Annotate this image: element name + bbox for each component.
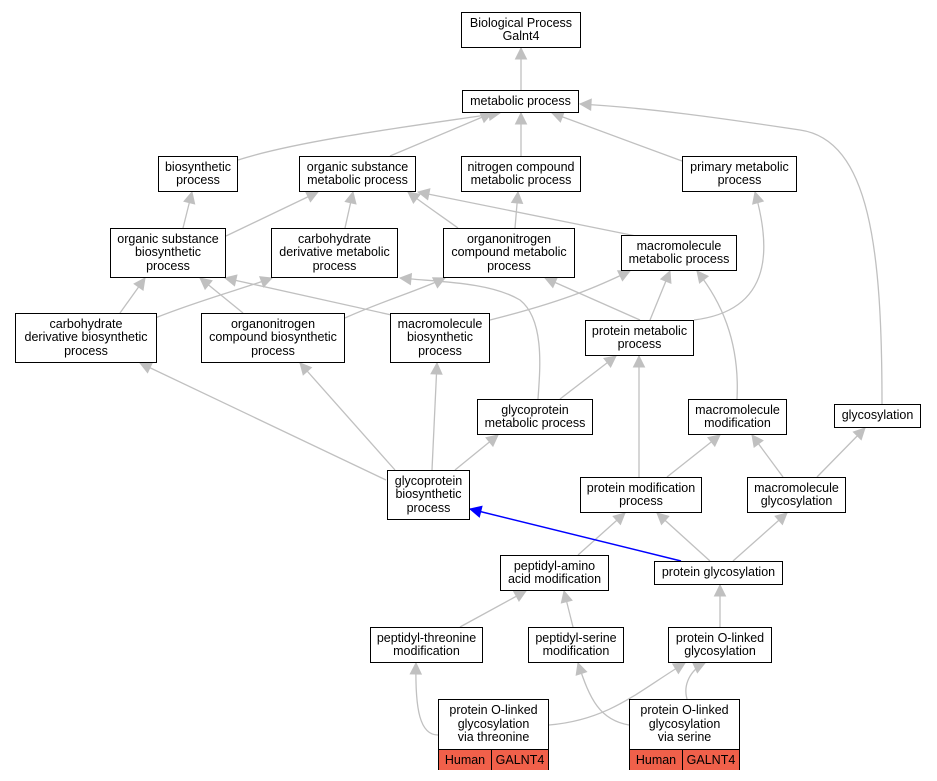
arrowhead [575, 661, 588, 676]
arrowhead [616, 270, 632, 282]
node-organic-substance-biosynthetic-process[interactable]: organic substance biosynthetic process [110, 228, 226, 278]
arrowhead [409, 661, 423, 675]
arrowhead [344, 190, 357, 205]
arrowhead [416, 188, 431, 201]
edge [344, 277, 446, 319]
arrowhead [223, 274, 238, 287]
arrowhead [259, 276, 274, 288]
arrowhead [696, 270, 710, 284]
edge [696, 270, 738, 400]
node-biosynthetic-process[interactable]: biosynthetic process [158, 156, 238, 192]
arrowhead [514, 111, 528, 125]
edge [417, 191, 637, 237]
gene-tag: GALNT4 [491, 750, 548, 770]
node-macromolecule-modification[interactable]: macromolecule modification [688, 399, 787, 435]
node-macromolecule-biosynthetic-process[interactable]: macromolecule biosynthetic process [390, 313, 490, 363]
arrowhead [398, 272, 413, 286]
arrowhead [671, 662, 686, 675]
arrowhead [183, 190, 196, 205]
arrowhead [752, 190, 765, 205]
node-organonitrogen-compound-metabolic-process[interactable]: organonitrogen compound metabolic proces… [443, 228, 575, 278]
species-tag: Human [439, 750, 491, 770]
arrowhead [431, 277, 447, 289]
edge [389, 112, 493, 157]
node-glycosylation[interactable]: glycosylation [834, 404, 921, 428]
node-peptidyl-serine-modification[interactable]: peptidyl-serine modification [528, 627, 624, 663]
edge [299, 362, 396, 471]
arrowhead [656, 512, 670, 526]
edge [559, 355, 617, 400]
annotation-tags: Human GALNT4 [439, 749, 548, 770]
node-protein-o-linked-glycosylation[interactable]: protein O-linked glycosylation [668, 627, 772, 663]
edge [551, 112, 683, 162]
node-protein-o-linked-glycosylation-via-serine[interactable]: protein O-linked glycosylation via serin… [629, 699, 740, 770]
node-organic-substance-metabolic-process[interactable]: organic substance metabolic process [299, 156, 416, 192]
annotation-tags: Human GALNT4 [630, 749, 739, 770]
edge [237, 112, 501, 161]
highlighted-edge [469, 508, 682, 562]
arrowhead [852, 427, 866, 441]
arrowhead [751, 434, 764, 448]
arrowhead [603, 355, 617, 369]
arrowhead [612, 512, 626, 526]
arrowhead [543, 276, 559, 289]
arrowhead [133, 277, 146, 292]
node-organonitrogen-compound-biosynthetic-process[interactable]: organonitrogen compound biosynthetic pro… [201, 313, 345, 363]
edge [693, 191, 765, 321]
edge [431, 362, 438, 471]
arrowhead [578, 98, 592, 111]
node-peptidyl-threonine-modification[interactable]: peptidyl-threonine modification [370, 627, 483, 663]
edge [459, 590, 527, 628]
edge [224, 277, 397, 317]
node-primary-metabolic-process[interactable]: primary metabolic process [682, 156, 797, 192]
arrowhead [430, 361, 443, 375]
node-macromolecule-glycosylation[interactable]: macromolecule glycosylation [747, 477, 846, 513]
edge [415, 662, 439, 736]
node-protein-glycosylation[interactable]: protein glycosylation [654, 561, 783, 585]
node-carbohydrate-derivative-metabolic-process[interactable]: carbohydrate derivative metabolic proces… [271, 228, 398, 278]
node-protein-metabolic-process[interactable]: protein metabolic process [585, 320, 694, 356]
arrowhead [304, 191, 320, 203]
edge [656, 512, 711, 562]
leaf-label: protein O-linked glycosylation via serin… [640, 703, 729, 745]
edge [225, 191, 319, 237]
node-peptidyl-amino-acid-modification[interactable]: peptidyl-amino acid modification [500, 555, 609, 591]
arrowhead [468, 505, 483, 518]
arrowhead [199, 277, 213, 291]
edge [139, 362, 387, 481]
arrowhead [299, 362, 313, 376]
edge [732, 512, 788, 562]
species-tag: Human [630, 750, 682, 770]
arrowhead [707, 434, 721, 448]
gene-tag: GALNT4 [682, 750, 739, 770]
arrowhead [560, 589, 573, 604]
arrowhead [407, 191, 421, 204]
node-macromolecule-metabolic-process[interactable]: macromolecule metabolic process [621, 235, 737, 271]
arrowhead [510, 190, 524, 204]
node-nitrogen-compound-metabolic-process[interactable]: nitrogen compound metabolic process [461, 156, 581, 192]
node-metabolic-process[interactable]: metabolic process [462, 90, 579, 113]
arrowhead [514, 46, 528, 60]
arrowhead [138, 362, 154, 374]
node-glycoprotein-biosynthetic-process[interactable]: glycoprotein biosynthetic process [387, 470, 470, 520]
arrowhead [774, 512, 788, 526]
edge [548, 662, 686, 726]
arrowhead [659, 269, 672, 285]
leaf-label: protein O-linked glycosylation via threo… [449, 703, 538, 745]
edge [579, 103, 883, 405]
node-carbohydrate-derivative-biosynthetic-process[interactable]: carbohydrate derivative biosynthetic pro… [15, 313, 157, 363]
node-biological-process-galnt4[interactable]: Biological Process Galnt4 [461, 12, 581, 48]
arrowhead [632, 354, 646, 368]
arrowhead [713, 583, 727, 597]
node-glycoprotein-metabolic-process[interactable]: glycoprotein metabolic process [477, 399, 593, 435]
node-protein-o-linked-glycosylation-via-threonine[interactable]: protein O-linked glycosylation via threo… [438, 699, 549, 770]
arrowhead [512, 590, 527, 603]
arrowhead [550, 111, 565, 123]
edge [544, 277, 641, 321]
arrowhead [485, 434, 499, 448]
node-protein-modification-process[interactable]: protein modification process [580, 477, 702, 513]
